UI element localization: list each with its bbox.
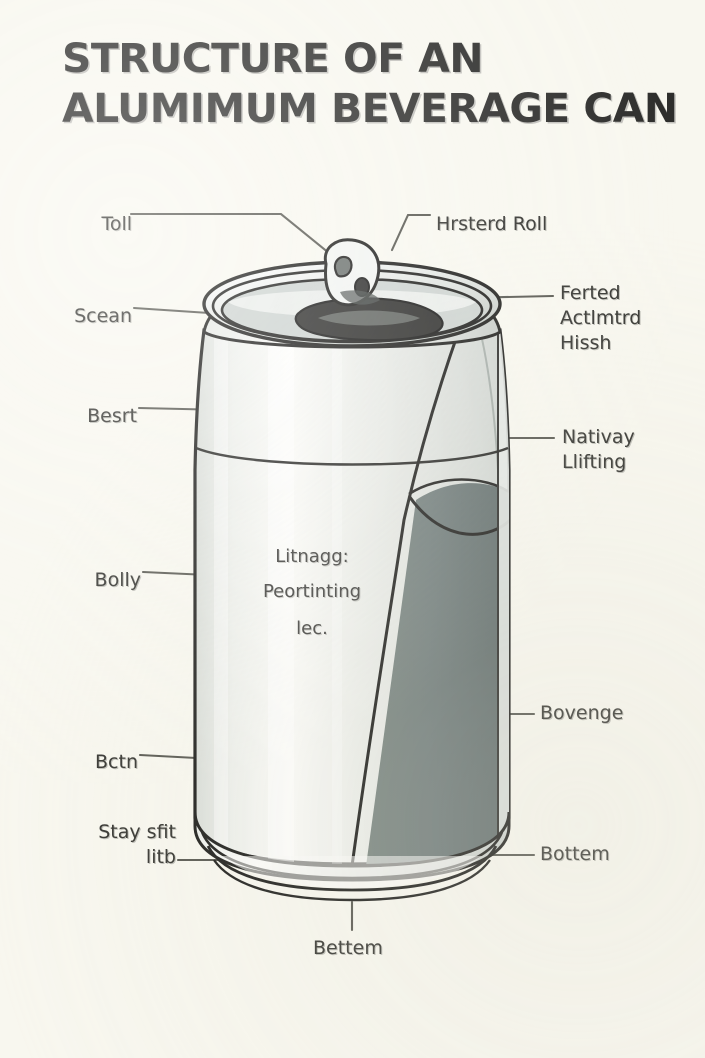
beverage-liquid — [366, 483, 509, 864]
label-stay-tab: Stay sfit litb — [98, 821, 176, 868]
label-body: Bolly — [94, 569, 141, 591]
label-neck-lifting: Nativay Llifting — [562, 426, 635, 473]
base-highlight — [222, 856, 482, 888]
beverage-fill-group — [214, 330, 509, 864]
upper-bead-line — [195, 446, 509, 466]
body-highlight-left — [214, 330, 228, 864]
label-riveted-roll: Hrsterd Roll — [436, 213, 548, 235]
can-printed-text-line-2: Peortinting — [262, 581, 362, 602]
opening-highlight — [318, 310, 420, 326]
leader-riveted-roll — [390, 213, 432, 252]
tab-ring-hole — [333, 255, 353, 278]
can-printed-text-line-3: lec. — [296, 618, 328, 639]
label-beverage: Bovenge — [540, 702, 624, 724]
can-printed-text-line-1: Litnagg: — [275, 546, 349, 567]
base-dome-line — [213, 859, 491, 902]
body-highlight-main — [268, 330, 294, 864]
label-seam: Scean — [74, 305, 132, 327]
tab-shadow — [340, 290, 380, 305]
title-line-2: ALUMIMUM BEVERAGE CAN — [62, 86, 678, 132]
cutaway-edge — [350, 330, 472, 864]
label-base: Bctn — [95, 751, 138, 773]
leader-tab — [129, 212, 342, 264]
title-line-1: STRUCTURE OF AN — [62, 36, 483, 82]
page-title: STRUCTURE OF AN ALUMIMUM BEVERAGE CAN — [62, 34, 678, 134]
label-fitted-hatch: Ferted Actlmtrd Hissh — [560, 282, 642, 354]
can-wall-thickness — [498, 330, 509, 864]
label-bead: Besrt — [87, 405, 137, 427]
base-rim-line-2 — [206, 845, 498, 892]
can-group — [193, 238, 511, 902]
body-highlight-center — [332, 330, 342, 864]
label-tab: Toll — [101, 213, 132, 235]
label-bottom-right: Bottem — [540, 843, 610, 865]
label-bottom-center: Bettem — [313, 937, 383, 959]
